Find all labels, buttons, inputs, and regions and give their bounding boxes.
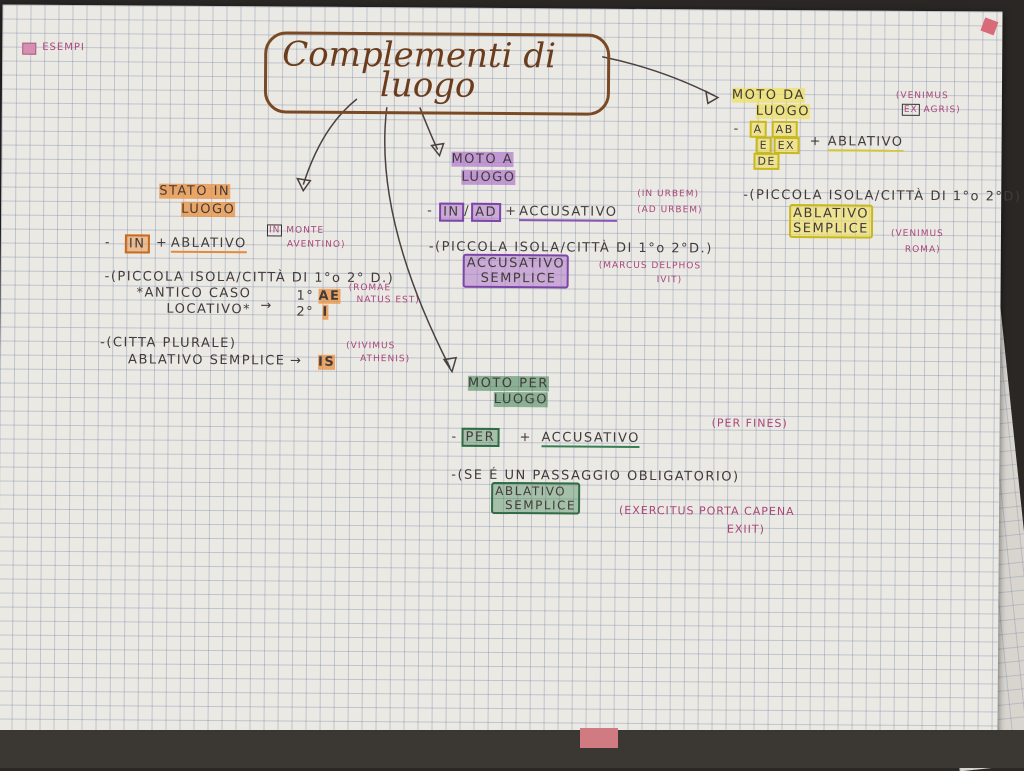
stato-decl-1: 1°: [296, 288, 315, 304]
moto-da-abl1: ABLATIVO: [793, 206, 870, 222]
stato-ex1: IN MONTE: [266, 224, 325, 237]
moto-per-abl-semplice-box: ABLATIVO SEMPLICE: [491, 481, 581, 515]
moto-da-ex-box: EX: [773, 136, 800, 155]
moto-per-abl2: SEMPLICE: [505, 498, 577, 513]
stato-heading-2: LUOGO: [181, 201, 236, 218]
moto-a-ex1a: (IN URBEM): [637, 188, 700, 200]
stato-rule1-ablativo: ABLATIVO: [170, 235, 247, 254]
arrow-to-moto-da: [602, 55, 715, 97]
sticky-tab-bottom: [580, 728, 618, 748]
moto-a-acc-semplice-box: ACCUSATIVO SEMPLICE: [462, 253, 570, 289]
moto-per-dash: -: [451, 429, 458, 445]
moto-per-abl1: ABLATIVO: [495, 483, 567, 499]
stato-rule2c: LOCATIVO*: [166, 301, 252, 318]
moto-da-heading-2: LUOGO: [755, 103, 811, 120]
moto-da-plus: +: [809, 134, 823, 150]
moto-per-heading-1: MOTO PER: [467, 375, 549, 392]
stato-rule3b: ABLATIVO SEMPLICE: [128, 352, 286, 369]
stato-ending-ae: AE: [318, 288, 341, 304]
moto-da-rule2: -(PICCOLA ISOLA/CITTÀ DI 1°o 2°D): [743, 187, 1022, 205]
moto-per-ex1b: FINES): [745, 416, 788, 431]
moto-da-de-box: DE: [753, 152, 780, 170]
moto-a-acc2: SEMPLICE: [480, 270, 557, 287]
moto-a-ad-box: AD: [471, 202, 502, 223]
stato-ending-i: I: [322, 304, 329, 320]
arrow-to-moto-a: [419, 107, 439, 150]
moto-a-in-box: IN: [439, 202, 464, 222]
moto-a-ex2a: (MARCUS DELPHOS: [598, 260, 702, 272]
stato-rule3-arrow: →: [290, 353, 303, 369]
moto-da-abl2: SEMPLICE: [792, 221, 869, 237]
arrow-to-moto-per: [384, 107, 451, 368]
moto-da-abl-semplice-box: ABLATIVO SEMPLICE: [788, 204, 874, 239]
moto-a-heading-2: LUOGO: [461, 169, 516, 186]
moto-a-slash: /: [464, 203, 471, 219]
moto-da-ab-box: AB: [771, 120, 798, 139]
moto-a-plus: +: [505, 204, 518, 220]
stato-rule1-dash: -: [104, 235, 112, 251]
moto-da-e-box: E: [755, 136, 773, 154]
arrow-to-stato: [302, 98, 358, 185]
moto-da-ex1a: (VENIMUS: [895, 90, 949, 102]
diagram-arrows: [296, 55, 720, 374]
stato-ex1-rest1: MONTE: [286, 225, 325, 236]
stato-rule3: -(CITTA PLURALE): [100, 335, 237, 352]
stato-ex3b: ATHENIS): [360, 354, 411, 365]
stato-decl-2: 2°: [296, 304, 315, 320]
moto-da-ex1b: AGRIS): [923, 104, 961, 116]
moto-per-ex1a: (PER: [711, 416, 742, 430]
grid-paper: ESEMPI Complementi di luogo STATO IN LUO…: [0, 4, 1022, 740]
moto-da-heading-1: MOTO DA: [731, 87, 805, 104]
stato-ending-is: IS: [318, 354, 336, 370]
stato-heading-1: STATO IN: [159, 183, 231, 200]
moto-per-accusativo: ACCUSATIVO: [541, 430, 640, 448]
moto-a-accusativo: ACCUSATIVO: [519, 204, 618, 222]
moto-da-ex2a: (VENIMUS: [890, 228, 944, 240]
moto-a-dash: -: [427, 203, 434, 219]
moto-a-heading-1: MOTO A: [451, 151, 514, 168]
moto-per-ex1: (PER FINES): [711, 416, 788, 431]
stato-ex1-in: IN: [266, 224, 283, 237]
moto-da-ex1b-line: EX AGRIS): [901, 103, 961, 116]
moto-a-ex1b: (AD URBEM): [637, 204, 703, 216]
moto-per-plus: +: [519, 430, 533, 446]
stato-ex3a: (VIVIMUS: [346, 340, 396, 352]
stato-ex1-rest2: AVENTINO): [286, 239, 346, 250]
moto-da-ablativo: ABLATIVO: [827, 134, 904, 152]
moto-a-ex2b: IVIT): [656, 275, 683, 286]
stato-rule2-arrow: →: [260, 298, 273, 314]
moto-a-acc1: ACCUSATIVO: [466, 255, 566, 272]
stato-ex2a: (ROMAE: [348, 282, 392, 294]
moto-da-ex2b: ROMA): [904, 244, 941, 256]
stato-rule2b: *ANTICO CASO: [136, 285, 252, 302]
title-line2: luogo: [379, 65, 476, 106]
desk-shadow: [0, 730, 1024, 768]
stato-ex2b: NATUS EST): [356, 294, 420, 306]
moto-da-dash: -: [733, 121, 740, 137]
moto-per-ex2a: (EXERCITUS PORTA CAPENA: [618, 503, 795, 519]
moto-per-heading-2: LUOGO: [493, 391, 549, 408]
stato-in-box: IN: [124, 234, 150, 254]
moto-da-a-box: A: [749, 120, 767, 138]
moto-per-per-box: PER: [461, 427, 500, 447]
stato-rule1-plus: +: [155, 235, 169, 251]
moto-da-ex1b-ex: EX: [901, 103, 920, 116]
moto-per-ex2b: EXIIT): [726, 522, 765, 536]
